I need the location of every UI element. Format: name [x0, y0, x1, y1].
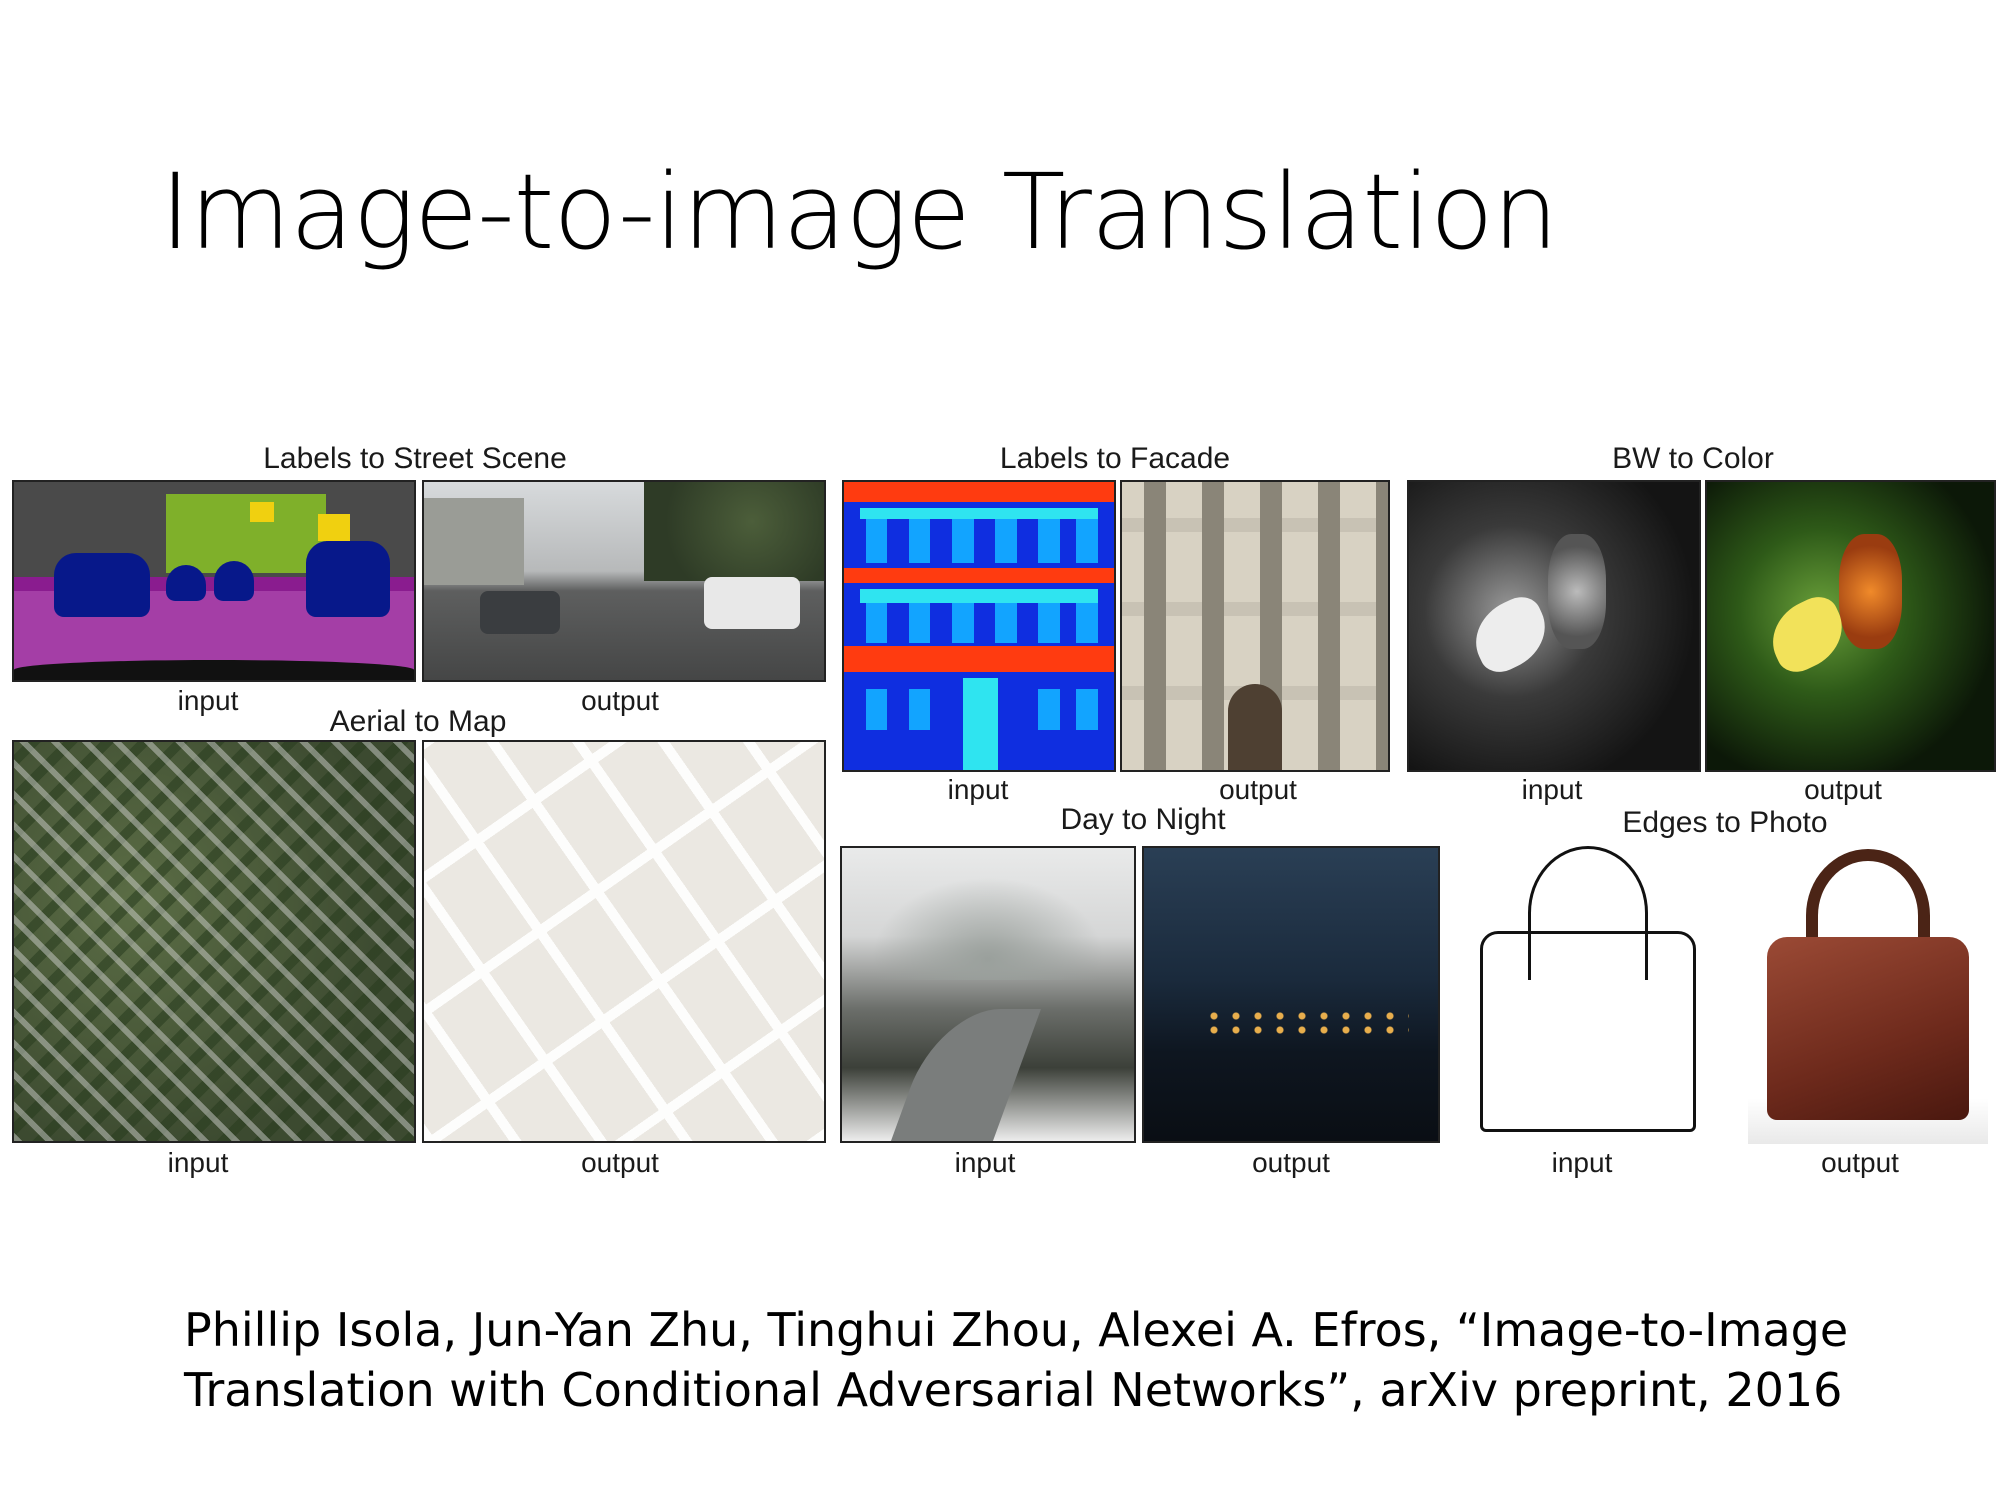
street-labels-input-image — [12, 480, 416, 682]
citation: Phillip Isola, Jun-Yan Zhu, Tinghui Zhou… — [184, 1300, 1848, 1420]
bag-edges-input-image — [1468, 840, 1708, 1144]
night-output-image — [1142, 846, 1440, 1143]
caption-input: input — [954, 1147, 1016, 1178]
heading-labels-to-street-scene: Labels to Street Scene — [263, 442, 567, 475]
caption-output: output — [581, 685, 659, 716]
caption-input: input — [1521, 774, 1583, 805]
color-output-image — [1705, 480, 1996, 772]
map-output-image — [422, 740, 826, 1143]
heading-aerial-to-map: Aerial to Map — [329, 705, 507, 738]
caption-output: output — [1821, 1147, 1899, 1178]
slide-title: Image-to-image Translation — [160, 151, 1559, 273]
caption-input: input — [947, 774, 1009, 805]
bag-photo-output-image — [1748, 840, 1988, 1144]
caption-output: output — [1804, 774, 1882, 805]
caption-input: input — [167, 1147, 229, 1178]
day-input-image — [840, 846, 1136, 1143]
caption-output: output — [1252, 1147, 1330, 1178]
caption-output: output — [581, 1147, 659, 1178]
heading-bw-to-color: BW to Color — [1612, 442, 1774, 475]
bw-input-image — [1407, 480, 1701, 772]
street-output-image — [422, 480, 826, 682]
caption-input: input — [1551, 1147, 1613, 1178]
aerial-input-image — [12, 740, 416, 1143]
heading-edges-to-photo: Edges to Photo — [1622, 806, 1828, 839]
heading-labels-to-facade: Labels to Facade — [999, 442, 1231, 475]
facade-output-image — [1120, 480, 1390, 772]
heading-day-to-night: Day to Night — [1060, 803, 1226, 836]
facade-labels-input-image — [842, 480, 1116, 772]
caption-output: output — [1219, 774, 1297, 805]
caption-input: input — [177, 685, 239, 716]
citation-line: Translation with Conditional Adversarial… — [184, 1363, 1843, 1417]
citation-line: Phillip Isola, Jun-Yan Zhu, Tinghui Zhou… — [184, 1303, 1849, 1357]
